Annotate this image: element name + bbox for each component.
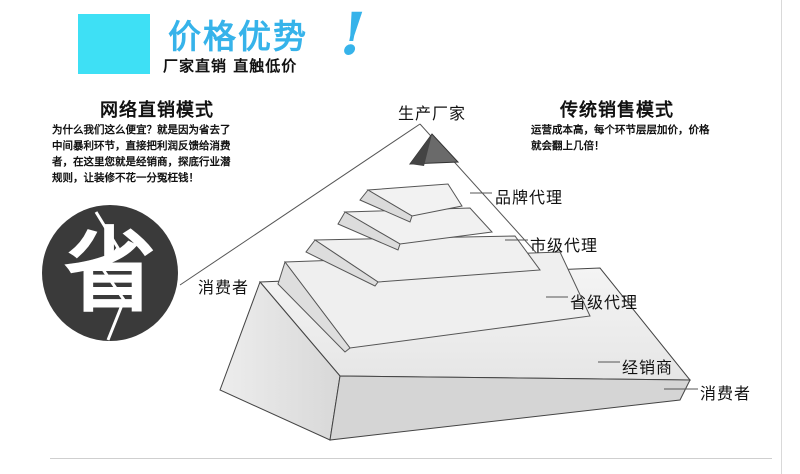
traditional-model-description: 运营成本高，每个环节层层加价，价格 就会翻上几倍！ <box>531 124 710 152</box>
pyramid-apex-shade <box>410 134 432 166</box>
online-consumer-label: 消费者 <box>198 278 250 297</box>
exclamation-mark: ! <box>340 0 366 68</box>
online-model-description: 为什么我们这么便宜？就是因为省去了 中间暴利环节，直接把利润反馈给消费 者，在这… <box>52 124 231 184</box>
right-border-line <box>781 0 782 474</box>
left-guide-line <box>179 123 421 286</box>
traditional-consumer-label: 消费者 <box>700 384 752 403</box>
level-label-factory: 生产厂家 <box>398 104 467 123</box>
level-label-city-agent: 市级代理 <box>530 236 599 255</box>
accent-square <box>78 14 150 74</box>
savings-badge-circle <box>42 205 178 341</box>
traditional-model-title: 传统销售模式 <box>560 100 674 121</box>
pyramid-tier-1-side <box>359 189 413 223</box>
savings-badge-character: 省 <box>63 218 156 325</box>
pyramid-tier-2-side <box>337 211 401 251</box>
level-label-province-agent: 省级代理 <box>570 293 639 312</box>
level-label-brand-agent: 品牌代理 <box>495 188 564 207</box>
badge-crack-line <box>94 211 126 341</box>
pyramid-tier-4-side <box>277 260 351 353</box>
pyramid-tier-3-side <box>305 239 379 287</box>
pyramid-tier-base-front <box>329 375 691 441</box>
page-subtitle: 厂家直销 直触低价 <box>163 57 298 75</box>
bottom-divider <box>50 458 772 459</box>
page-title: 价格优势 <box>168 17 308 56</box>
online-model-title: 网络直销模式 <box>100 100 214 121</box>
level-label-dealer: 经销商 <box>622 358 674 377</box>
